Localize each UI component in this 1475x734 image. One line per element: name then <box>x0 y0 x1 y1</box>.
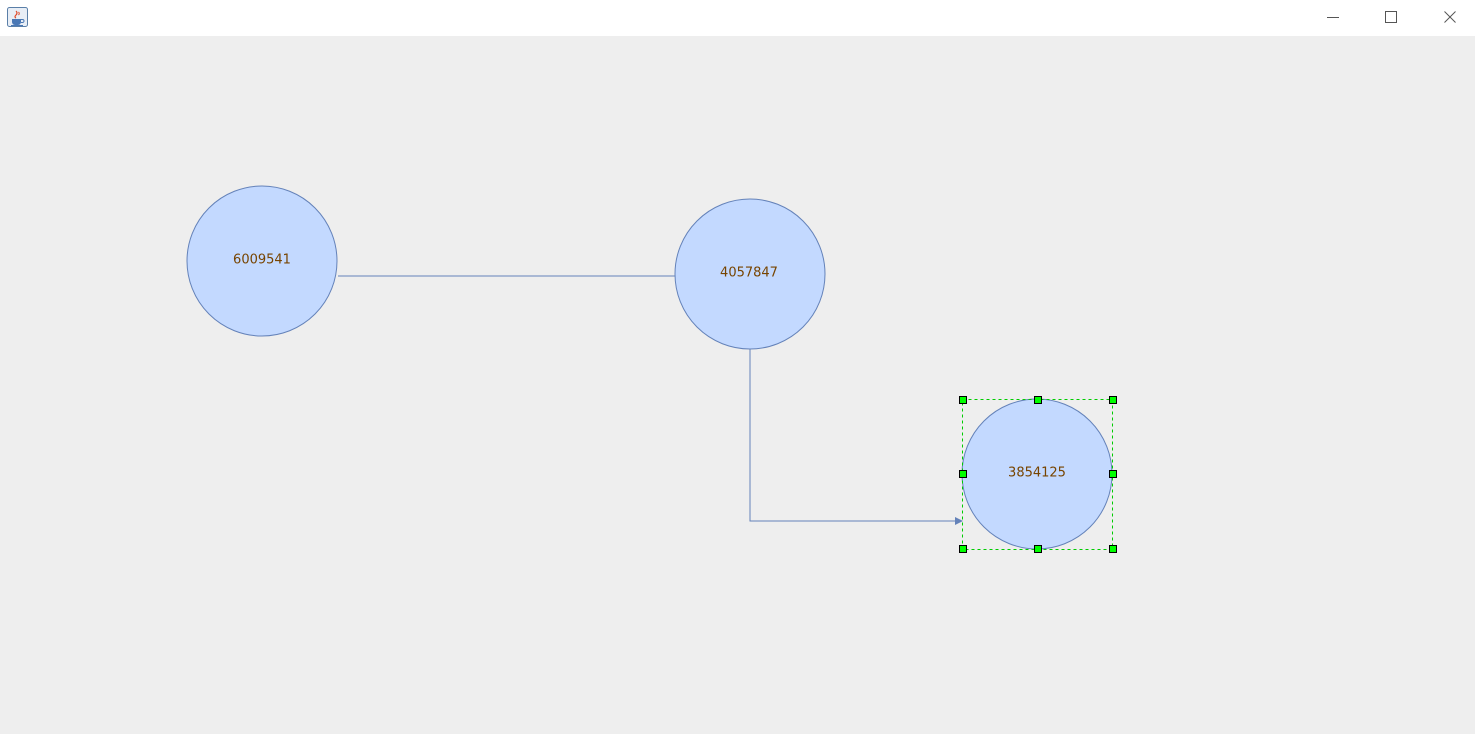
resize-handle-bottom-right[interactable] <box>1110 546 1117 553</box>
resize-handle-top[interactable] <box>1035 397 1042 404</box>
graph-edge[interactable] <box>750 349 963 525</box>
minimize-button[interactable] <box>1304 0 1362 34</box>
resize-handle-top-right[interactable] <box>1110 397 1117 404</box>
graph-node[interactable]: 6009541 <box>187 186 337 336</box>
title-bar[interactable] <box>0 0 1475 36</box>
graph-node[interactable]: 4057847 <box>675 199 825 349</box>
maximize-button[interactable] <box>1362 0 1420 34</box>
resize-handle-bottom-left[interactable] <box>960 546 967 553</box>
graph-canvas[interactable]: 6009541 4057847 3854125 <box>0 36 1475 734</box>
graph-diagram[interactable]: 6009541 4057847 3854125 <box>0 36 1475 734</box>
close-icon <box>1444 11 1456 23</box>
resize-handle-top-left[interactable] <box>960 397 967 404</box>
resize-handle-left[interactable] <box>960 471 967 478</box>
maximize-icon <box>1385 11 1397 23</box>
resize-handle-bottom[interactable] <box>1035 546 1042 553</box>
minimize-icon <box>1327 11 1339 23</box>
resize-handle-right[interactable] <box>1110 471 1117 478</box>
close-button[interactable] <box>1421 0 1475 34</box>
graph-node-selected[interactable]: 3854125 <box>962 399 1112 549</box>
java-app-icon[interactable] <box>7 7 28 27</box>
